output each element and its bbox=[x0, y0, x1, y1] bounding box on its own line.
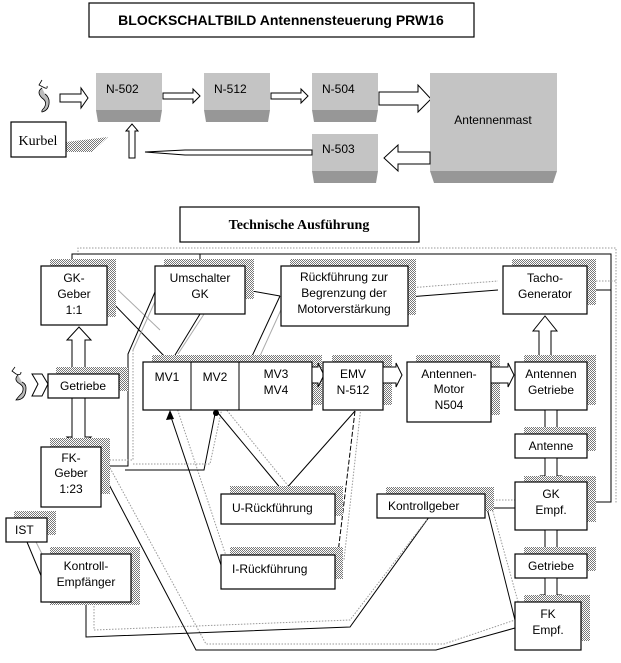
arrow-n504-mast bbox=[378, 83, 432, 114]
svg-text:Kontrollgeber: Kontrollgeber bbox=[388, 499, 459, 513]
svg-text:Kontroll-: Kontroll- bbox=[64, 559, 109, 573]
section-title-box: Technische Ausführung bbox=[179, 206, 420, 243]
svg-text:FK: FK bbox=[540, 607, 555, 621]
svg-text:Getriebe: Getriebe bbox=[60, 379, 106, 393]
block-getriebe-left: Getriebe bbox=[47, 367, 128, 399]
input-arrow bbox=[59, 86, 89, 110]
svg-text:GK: GK bbox=[191, 287, 208, 301]
block-kontroll-empfaenger: Kontroll- Empfänger bbox=[40, 547, 140, 605]
svg-text:Empf.: Empf. bbox=[535, 503, 566, 517]
svg-text:N-504: N-504 bbox=[322, 82, 355, 96]
block-getriebe-right: Getriebe bbox=[514, 547, 596, 579]
block-gk-geber: GK- Geber 1:1 bbox=[40, 259, 116, 326]
svg-text:Tacho-: Tacho- bbox=[527, 271, 563, 285]
svg-text:N-503: N-503 bbox=[322, 142, 355, 156]
svg-text:Technische Ausführung: Technische Ausführung bbox=[229, 218, 370, 233]
title-box: BLOCKSCHALTBILD Antennensteuerung PRW16 bbox=[88, 2, 475, 38]
svg-text:N-512: N-512 bbox=[214, 82, 247, 96]
block-umschalter-gk: Umschalter GK bbox=[154, 259, 254, 315]
block-antennen-getriebe: Antennen Getriebe bbox=[514, 355, 596, 411]
svg-text:Getriebe: Getriebe bbox=[528, 559, 574, 573]
arrow-n502-n512 bbox=[162, 87, 201, 105]
block-i-rueckfuehrung: I-Rückführung bbox=[220, 547, 343, 590]
svg-text:EMV: EMV bbox=[340, 367, 366, 381]
arrow-n512-n504 bbox=[270, 87, 309, 105]
block-antenne: Antenne bbox=[514, 427, 596, 459]
svg-text:Generator: Generator bbox=[518, 287, 572, 301]
block-n512: N-512 bbox=[204, 73, 270, 122]
block-fk-geber: FK- Geber 1:23 bbox=[40, 438, 110, 508]
block-fk-empf: FK Empf. bbox=[514, 595, 590, 651]
svg-text:Antennen-: Antennen- bbox=[421, 367, 476, 381]
svg-text:Antenne: Antenne bbox=[529, 439, 574, 453]
block-gk-empf: GK Empf. bbox=[514, 476, 596, 531]
svg-text:N-502: N-502 bbox=[106, 82, 139, 96]
block-antennen-motor: Antennen- Motor N504 bbox=[406, 355, 500, 423]
arrow-mast-n503 bbox=[383, 143, 431, 173]
svg-text:Rückführung zur: Rückführung zur bbox=[300, 270, 388, 284]
mv2-label: MV2 bbox=[203, 370, 228, 384]
svg-text:N-512: N-512 bbox=[337, 383, 370, 397]
svg-text:U-Rückführung: U-Rückführung bbox=[232, 501, 313, 515]
svg-text:GK-: GK- bbox=[63, 271, 84, 285]
kurbel-box: Kurbel bbox=[10, 121, 108, 158]
block-n504: N-504 bbox=[312, 73, 378, 122]
svg-text:MV3: MV3 bbox=[264, 367, 289, 381]
svg-text:1:23: 1:23 bbox=[59, 482, 83, 496]
chevron-input bbox=[31, 373, 49, 397]
block-rueckfuehrung: Rückführung zur Begrenzung der Motorvers… bbox=[280, 259, 416, 327]
svg-text:Motorverstärkung: Motorverstärkung bbox=[297, 302, 390, 316]
block-ist: IST bbox=[5, 511, 56, 543]
svg-text:1:1: 1:1 bbox=[66, 303, 83, 317]
block-tacho-generator: Tacho- Generator bbox=[502, 259, 596, 315]
svg-text:Umschalter: Umschalter bbox=[170, 271, 231, 285]
svg-text:Begrenzung der: Begrenzung der bbox=[301, 286, 386, 300]
arrow-mv-emv bbox=[311, 362, 325, 388]
block-u-rueckfuehrung: U-Rückführung bbox=[220, 486, 343, 525]
block-mv-group: MV1 MV2 MV3 MV4 bbox=[142, 355, 322, 411]
svg-text:Empfänger: Empfänger bbox=[57, 575, 116, 589]
arrow-emv-motor bbox=[382, 362, 403, 388]
block-emv: EMV N-512 bbox=[322, 355, 392, 411]
arrow-up-n502 bbox=[124, 123, 140, 159]
svg-text:FK-: FK- bbox=[61, 451, 80, 465]
svg-text:IST: IST bbox=[15, 523, 34, 537]
svg-text:N504: N504 bbox=[435, 398, 464, 412]
block-n503: N-503 bbox=[312, 134, 378, 183]
svg-text:Antennen: Antennen bbox=[525, 367, 576, 381]
block-antennenmast: Antennenmast bbox=[430, 73, 557, 183]
crank-icon-detail bbox=[11, 366, 27, 401]
svg-text:GK: GK bbox=[542, 487, 559, 501]
arrow-n503-back bbox=[144, 149, 313, 156]
crank-icon bbox=[38, 79, 50, 113]
svg-text:Geber: Geber bbox=[57, 287, 90, 301]
diagram-title: BLOCKSCHALTBILD Antennensteuerung PRW16 bbox=[118, 12, 444, 28]
svg-text:MV4: MV4 bbox=[264, 383, 289, 397]
block-n502: N-502 bbox=[96, 73, 162, 122]
arrow-motor-getriebe bbox=[490, 362, 515, 388]
svg-text:Geber: Geber bbox=[54, 466, 87, 480]
svg-text:Motor: Motor bbox=[434, 382, 465, 396]
svg-text:I-Rückführung: I-Rückführung bbox=[232, 562, 307, 576]
block-kontrollgeber: Kontrollgeber bbox=[376, 487, 494, 519]
svg-text:Antennenmast: Antennenmast bbox=[454, 113, 532, 127]
svg-text:Getriebe: Getriebe bbox=[528, 383, 574, 397]
mv1-label: MV1 bbox=[155, 370, 180, 384]
svg-text:Empf.: Empf. bbox=[532, 623, 563, 637]
svg-text:Kurbel: Kurbel bbox=[19, 134, 58, 149]
